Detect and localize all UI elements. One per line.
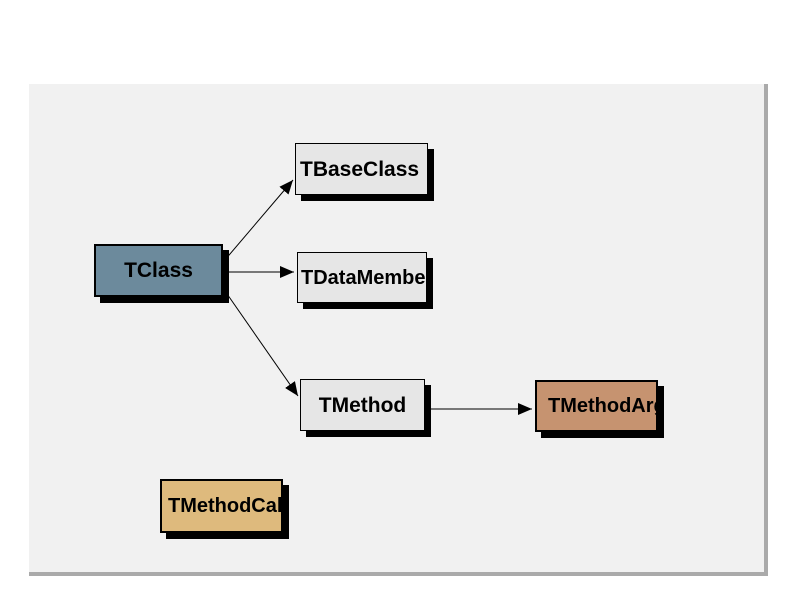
node-tdatamember[interactable]: TDataMember [297, 252, 427, 303]
node-tmethod[interactable]: TMethod [300, 379, 425, 431]
node-tbaseclass[interactable]: TBaseClass [295, 143, 428, 195]
node-tmethodcall[interactable]: TMethodCall [160, 479, 283, 533]
node-label-tmethodarg: TMethodArg [548, 395, 658, 417]
node-label-tclass: TClass [124, 259, 193, 282]
node-label-tdatamember: TDataMember [301, 266, 427, 289]
node-label-tmethodcall: TMethodCall [168, 495, 283, 517]
node-tmethodarg[interactable]: TMethodArg [535, 380, 658, 432]
node-label-tmethod: TMethod [318, 393, 407, 417]
node-label-tbaseclass: TBaseClass [300, 157, 420, 181]
node-tclass[interactable]: TClass [94, 244, 223, 297]
